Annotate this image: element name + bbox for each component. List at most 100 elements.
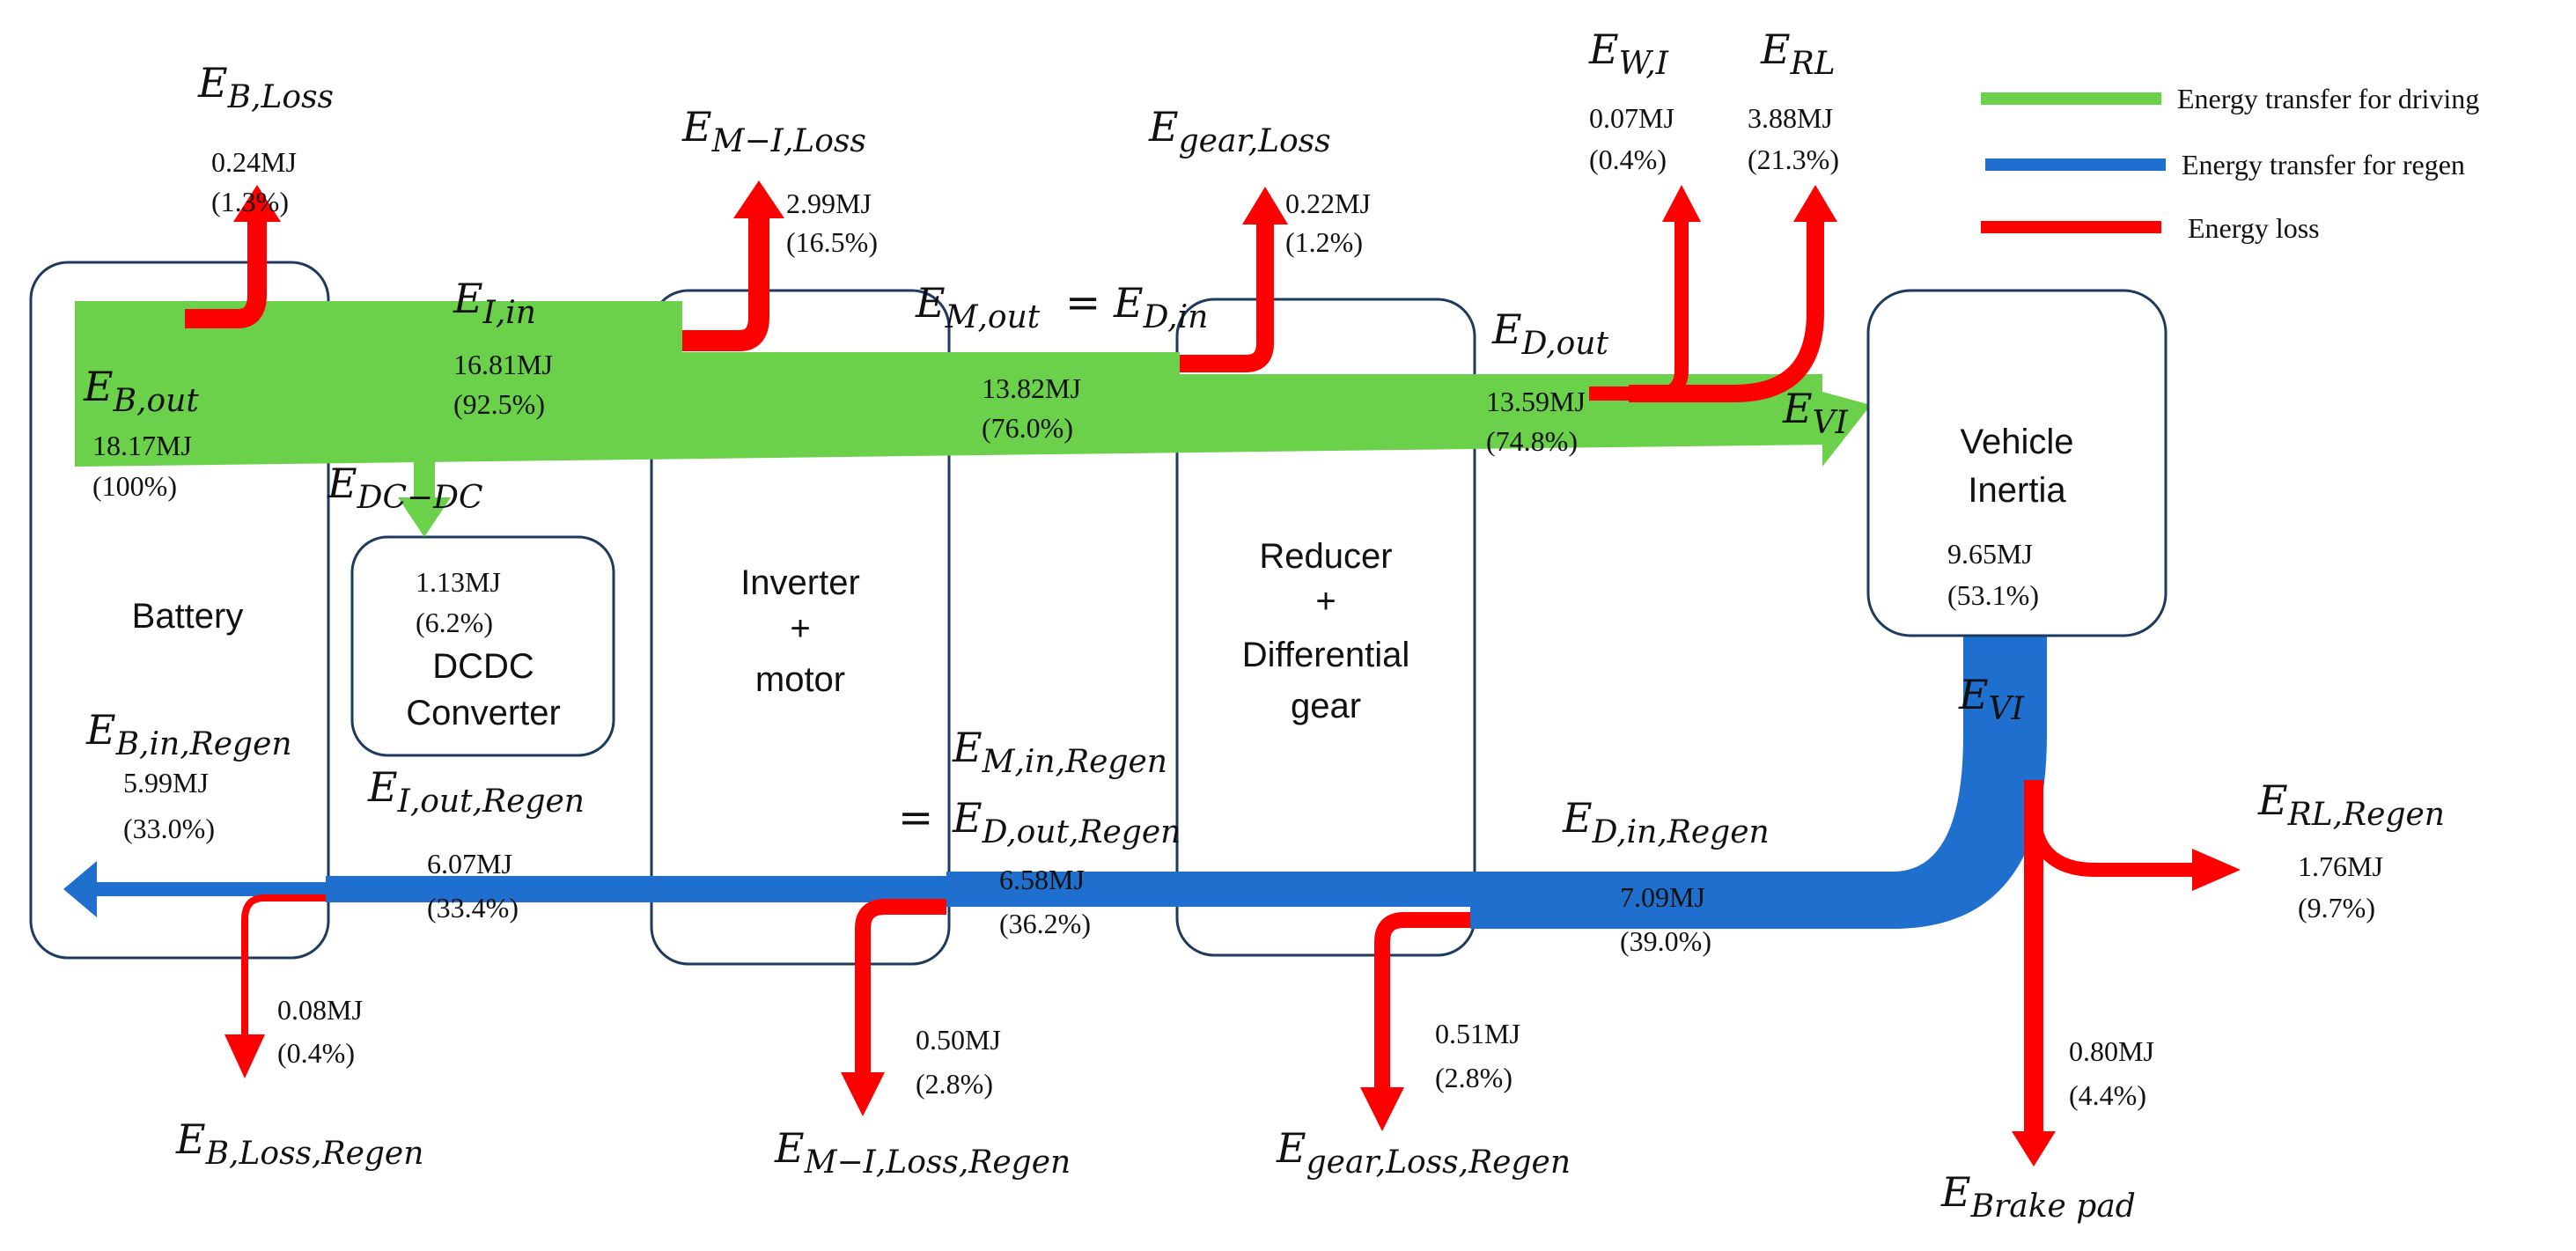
battery-loss-arrow [185,218,267,328]
regen-flow-band [97,632,2047,929]
value-d-in-regen-mj: 7.09MJ [1620,881,1705,913]
reducer-label-line-3: Differential [1242,636,1409,674]
gear-regen-loss-arrowhead [1360,1087,1404,1131]
vehicle-label-line-2: Inertia [1968,471,2066,510]
gear-regen-loss-arrow [1374,912,1470,1087]
value-d-in-regen-pct: (39.0%) [1620,925,1711,957]
value-rl-regen-pct: (9.7%) [2298,892,2375,924]
value-b-loss-mj: 0.24MJ [211,146,297,178]
symbol-e-dc-dc: EDC−DC [327,460,483,516]
value-mi-loss-regen-mj: 0.50MJ [916,1024,1001,1056]
battery-label: Battery [132,597,244,636]
symbol-e-m-i-loss-regen: EM−I,Loss,Regen [774,1124,1071,1181]
battery-box [29,261,330,960]
battery-regen-loss-arrowhead [224,1034,265,1078]
dcdc-label-line-2: Converter [406,694,561,732]
value-i-in-pct: (92.5%) [453,388,545,420]
inverter-motor-box [650,289,951,966]
value-m-out-mj: 13.82MJ [982,372,1081,404]
dcdc-branch-arrow [370,430,435,502]
symbol-e-brake-pad: EBrake pad [1940,1168,2136,1225]
value-gear-loss-regen-mj: 0.51MJ [1435,1018,1520,1049]
symbol-e-m-in-regen: EM,in,Regen [952,724,1167,780]
inverter-regen-loss-arrowhead [841,1072,885,1116]
inverter-label-line-2: + [790,609,810,648]
wheel-inertia-loss-arrowhead [1662,185,1701,222]
dcdc-branch-arrowhead [398,497,451,537]
symbol-e-i-in: EI,in [453,275,536,331]
legend-regen-label: Energy transfer for regen [2182,149,2465,180]
value-rl-mj: 3.88MJ [1748,102,1833,134]
value-wi-pct: (0.4%) [1589,143,1667,175]
inverter-label-line-1: Inverter [740,563,860,602]
value-m-in-regen-pct: (36.2%) [999,908,1091,939]
symbol-e-gear-loss-regen: Egear,Loss,Regen [1276,1124,1571,1181]
value-gear-loss-regen-pct: (2.8%) [1435,1062,1512,1093]
value-m-out-pct: (76.0%) [982,412,1073,444]
symbol-e-b-loss-regen: EB,Loss,Regen [175,1115,423,1172]
symbol-e-w-i: EW,I [1588,26,1669,82]
inverter-regen-loss-arrow [855,899,946,1072]
value-i-out-regen-mj: 6.07MJ [427,848,512,879]
equals-sign-top: = [1065,278,1100,327]
regen-flow-arrowhead [63,861,97,917]
vehicle-inertia-box [1866,289,2168,637]
brake-pad-loss-arrowhead [2012,1131,2056,1166]
value-mi-loss-regen-pct: (2.8%) [916,1068,993,1100]
value-gear-loss-mj: 0.22MJ [1285,188,1371,219]
value-b-in-regen-mj: 5.99MJ [123,767,209,798]
road-load-regen-arrowhead [2192,849,2241,891]
symbol-e-b-loss: EB,Loss [197,59,334,115]
symbol-e-d-in-regen: ED,in,Regen [1562,794,1770,850]
inverter-loss-arrow [682,216,769,351]
value-d-out-pct: (74.8%) [1486,425,1578,457]
dcdc-converter-box [350,535,615,757]
value-vi-mj: 9.65MJ [1947,538,2033,570]
value-vi-pct: (53.1%) [1947,579,2039,611]
equals-sign-regen: = [898,793,933,843]
value-d-out-mj: 13.59MJ [1486,386,1586,417]
symbol-e-i-out-regen: EI,out,Regen [367,763,585,820]
symbol-e-d-in: ED,in [1113,279,1208,335]
road-load-loss-arrowhead [1793,185,1837,222]
dcdc-label-line-1: DCDC [432,647,534,686]
inverter-label-line-3: motor [755,660,845,699]
reducer-label-line-1: Reducer [1259,537,1392,576]
symbol-e-m-out: EM,out [915,279,1041,335]
value-brake-pad-mj: 0.80MJ [2069,1035,2154,1067]
symbol-e-b-out: EB,out [83,363,199,419]
symbol-e-rl: ERL [1760,26,1836,82]
brake-and-road-load-regen-arrows [2024,780,2197,1136]
wheel-loss-arrows [1589,218,1824,402]
value-mi-loss-pct: (16.5%) [786,226,878,258]
value-dcdc-pct: (6.2%) [416,607,493,638]
value-wi-mj: 0.07MJ [1589,102,1674,134]
battery-loss-arrowhead [233,185,281,222]
value-b-loss-regen-pct: (0.4%) [277,1037,355,1069]
value-rl-regen-mj: 1.76MJ [2298,850,2383,882]
value-b-in-regen-pct: (33.0%) [123,813,215,844]
value-i-in-mj: 16.81MJ [453,349,553,380]
value-i-out-regen-pct: (33.4%) [427,892,519,924]
value-brake-pad-pct: (4.4%) [2069,1079,2146,1111]
reducer-label-line-2: + [1315,582,1336,621]
value-dcdc-mj: 1.13MJ [416,566,501,598]
value-b-out-mj: 18.17MJ [92,430,192,461]
value-rl-pct: (21.3%) [1748,143,1839,175]
value-b-out-pct: (100%) [92,470,177,502]
symbol-e-d-out-regen: ED,out,Regen [952,794,1181,850]
symbol-e-b-in-regen: EB,in,Regen [85,706,292,762]
inverter-loss-arrowhead [733,180,784,218]
value-mi-loss-mj: 2.99MJ [786,188,872,219]
value-b-loss-regen-mj: 0.08MJ [277,994,363,1026]
symbol-e-vi-regen: EVI [1958,671,2025,727]
value-m-in-regen-mj: 6.58MJ [999,864,1085,895]
symbol-e-rl-regen: ERL,Regen [2257,776,2445,833]
legend-driving-label: Energy transfer for driving [2177,83,2479,114]
legend-loss-label: Energy loss [2188,212,2320,244]
gear-loss-arrowhead [1242,187,1288,224]
driving-flow-band [75,301,1871,467]
value-b-loss-pct: (1.3%) [211,186,289,217]
symbol-e-vi-driving: EVI [1782,385,1849,441]
